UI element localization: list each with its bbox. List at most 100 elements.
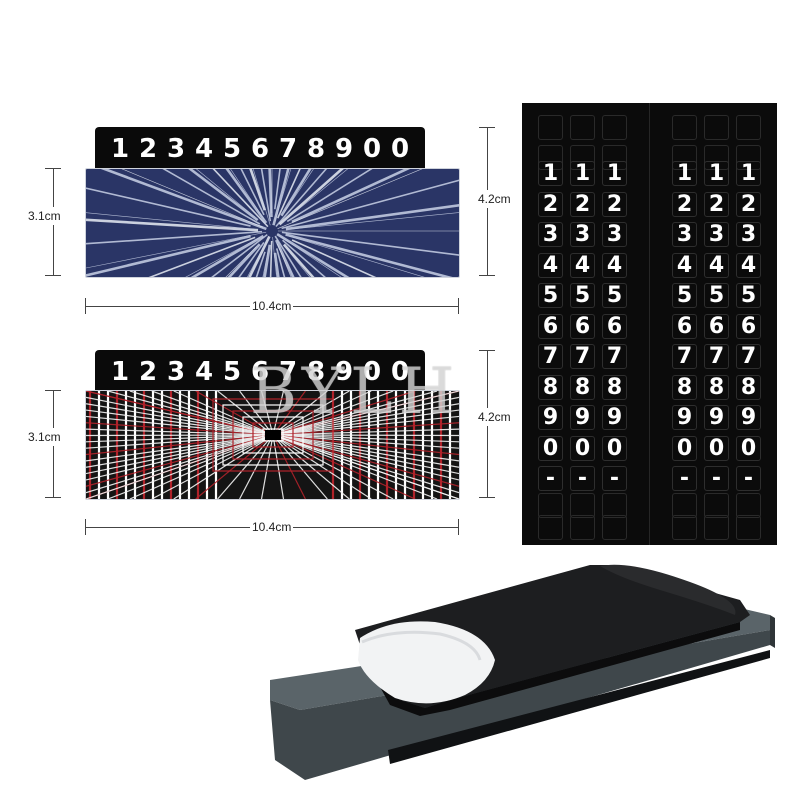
blank-sticker-tile: [602, 493, 627, 518]
blank-sticker-tile: [602, 115, 627, 140]
sticker-digit-tile: -: [602, 466, 627, 491]
sticker-digit-tile: 2: [704, 191, 729, 217]
card2-digit: 4: [194, 357, 214, 387]
sticker-digit-tile: 2: [736, 191, 761, 217]
sticker-digit-tile: 1: [704, 161, 729, 186]
blank-sticker-tile: [538, 145, 563, 170]
blank-sticker-tile: [570, 493, 595, 518]
sticker-digit-tile: 6: [704, 313, 729, 339]
sticker-digit-tile: 0: [538, 435, 563, 461]
blank-sticker-tile: [602, 515, 627, 540]
sticker-digit-tile: -: [672, 466, 697, 491]
card2-digit: 5: [222, 357, 242, 387]
blank-sticker-tile: [602, 145, 627, 170]
blank-sticker-tile: [704, 493, 729, 518]
blank-sticker-tile: [538, 515, 563, 540]
sticker-digit-tile: 6: [602, 313, 627, 339]
card1-digit: 9: [334, 134, 354, 164]
card2-digit: 8: [306, 357, 326, 387]
blank-sticker-tile: [736, 115, 761, 140]
sticker-digit-tile: 4: [602, 252, 627, 278]
card2-digit: 0: [390, 357, 410, 387]
card1-digit: 6: [250, 134, 270, 164]
sticker-digit-tile: 1: [672, 161, 697, 186]
sticker-digit-tile: 2: [570, 191, 595, 217]
sticker-digit-tile: 0: [570, 435, 595, 461]
sticker-digit-tile: 8: [570, 374, 595, 400]
sticker-digit-tile: 8: [704, 374, 729, 400]
sticker-digit-tile: 4: [672, 252, 697, 278]
card1-digit: 2: [138, 134, 158, 164]
sticker-digit-tile: 7: [704, 344, 729, 369]
sticker-digit-tile: 0: [704, 435, 729, 461]
card2-height-label: 3.1cm: [28, 428, 61, 446]
blank-sticker-tile: [570, 145, 595, 170]
blank-sticker-tile: [570, 515, 595, 540]
grid-tunnel-pattern: [86, 391, 459, 499]
card2-digit: 3: [166, 357, 186, 387]
sticker-digit-tile: 3: [736, 222, 761, 247]
sticker-digit-tile: 3: [672, 222, 697, 247]
sticker-digit-tile: 6: [736, 313, 761, 339]
sticker-digit-tile: 1: [570, 161, 595, 186]
sticker-digit-tile: 4: [704, 252, 729, 278]
sticker-digit-tile: 9: [736, 405, 761, 430]
blank-sticker-tile: [736, 145, 761, 170]
sticker-digit-tile: 3: [602, 222, 627, 247]
sticker-digit-tile: -: [736, 466, 761, 491]
sticker-digit-tile: 3: [570, 222, 595, 247]
card1-width-label: 10.4cm: [250, 299, 294, 313]
card1-digit: 0: [390, 134, 410, 164]
sticker-digit-tile: 9: [538, 405, 563, 430]
blank-sticker-tile: [538, 493, 563, 518]
sticker-digit-tile: 8: [736, 374, 761, 400]
sticker-digit-tile: 3: [704, 222, 729, 247]
sticker-digit-tile: 9: [672, 405, 697, 430]
sticker-digit-tile: 7: [538, 344, 563, 369]
card1-digit: 7: [278, 134, 298, 164]
card1-digit: 3: [166, 134, 186, 164]
sticker-digit-tile: 4: [538, 252, 563, 278]
card1-digit: 4: [194, 134, 214, 164]
sticker-digit-tile: 4: [570, 252, 595, 278]
card2-digit: 9: [334, 357, 354, 387]
card2-grid-tunnel-panel: [85, 390, 460, 500]
card1-digit: 1: [110, 134, 130, 164]
sticker-digit-tile: 6: [672, 313, 697, 339]
card1-digit: 8: [306, 134, 326, 164]
blank-sticker-tile: [538, 115, 563, 140]
sticker-digit-tile: 1: [538, 161, 563, 186]
sticker-digit-tile: 0: [736, 435, 761, 461]
sticker-digit-tile: -: [704, 466, 729, 491]
sticker-digit-tile: 9: [704, 405, 729, 430]
sticker-digit-tile: 7: [736, 344, 761, 369]
sticker-digit-tile: 0: [602, 435, 627, 461]
sticker-digit-tile: -: [570, 466, 595, 491]
sticker-digit-tile: 5: [736, 283, 761, 308]
sticker-digit-tile: 8: [602, 374, 627, 400]
sticker-digit-tile: 6: [538, 313, 563, 339]
sticker-digit-tile: 0: [672, 435, 697, 461]
card-holder-case: [270, 564, 775, 780]
sticker-digit-tile: 5: [672, 283, 697, 308]
blank-sticker-tile: [570, 115, 595, 140]
card2-digit: 7: [278, 357, 298, 387]
blank-sticker-tile: [704, 115, 729, 140]
card2-total-height-label: 4.2cm: [478, 408, 511, 426]
sticker-digit-tile: 8: [538, 374, 563, 400]
card2-digit: 6: [250, 357, 270, 387]
sticker-digit-tile: 2: [672, 191, 697, 217]
sticker-digit-tile: 1: [602, 161, 627, 186]
sticker-digit-tile: 4: [736, 252, 761, 278]
sticker-digit-tile: 5: [704, 283, 729, 308]
sticker-digit-tile: 6: [570, 313, 595, 339]
card2-digit: 2: [138, 357, 158, 387]
blank-sticker-tile: [704, 515, 729, 540]
starburst-pattern: [86, 169, 459, 277]
watermark: BYLH: [250, 355, 461, 429]
sticker-digit-tile: 5: [602, 283, 627, 308]
